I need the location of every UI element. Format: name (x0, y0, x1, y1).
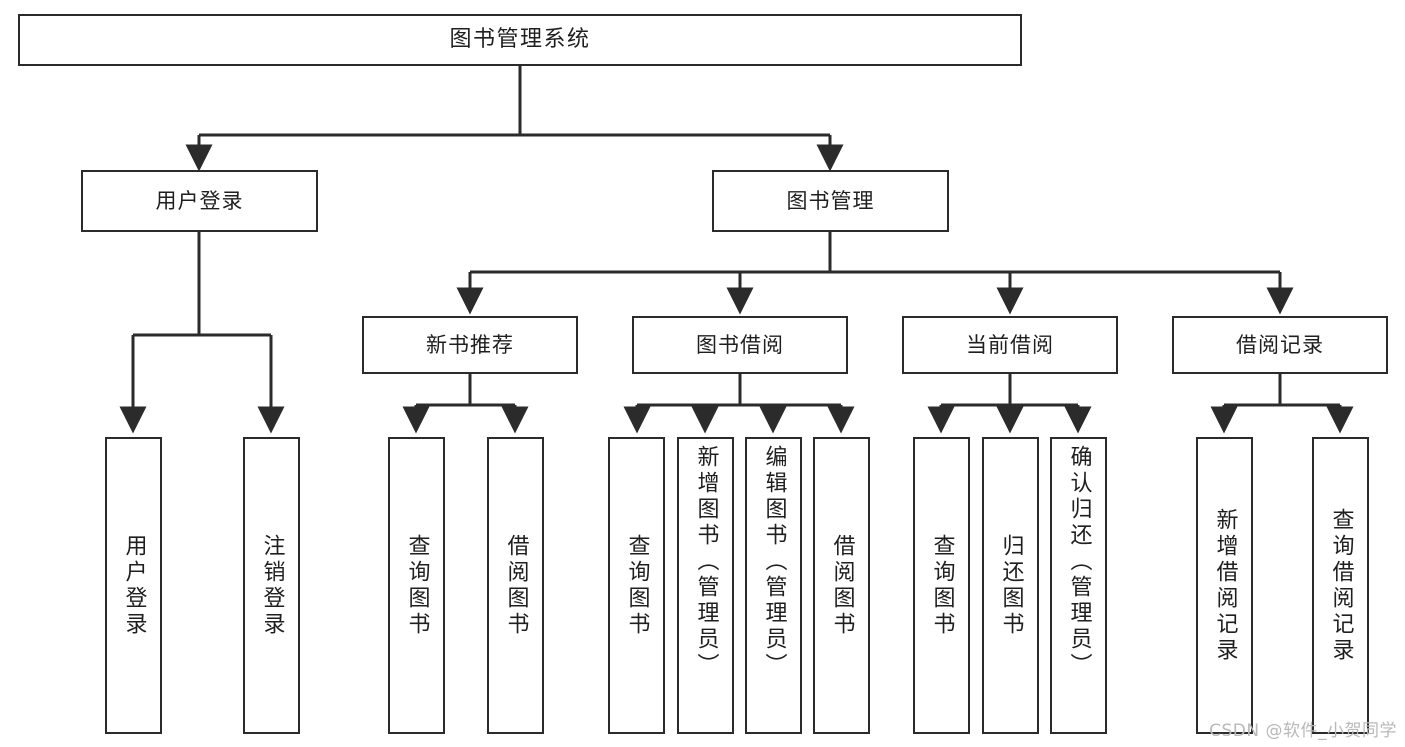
leaf-current-borrow-return-books[interactable]: 归还图书 (982, 437, 1039, 734)
leaf-user-login-signin[interactable]: 用户登录 (105, 437, 162, 734)
node-label: 当前借阅 (966, 332, 1054, 357)
node-label: 借阅记录 (1236, 332, 1324, 357)
node-label: 图书管理 (786, 188, 875, 213)
node-label: 新增图书（管理员） (693, 445, 719, 679)
node-current-borrowing[interactable]: 当前借阅 (902, 316, 1118, 374)
leaf-user-login-signout[interactable]: 注销登录 (243, 437, 300, 734)
node-new-book-recommendation[interactable]: 新书推荐 (362, 316, 578, 374)
node-label: 查询图书 (624, 533, 650, 638)
leaf-current-borrow-confirm-return-admin[interactable]: 确认归还（管理员） (1050, 437, 1107, 734)
node-label: 查询图书 (929, 533, 955, 638)
node-label: 用户登录 (155, 188, 244, 213)
leaf-book-borrow-borrow-books[interactable]: 借阅图书 (813, 437, 870, 734)
node-borrow-records[interactable]: 借阅记录 (1172, 316, 1388, 374)
leaf-book-borrow-query-books[interactable]: 查询图书 (608, 437, 665, 734)
node-book-management[interactable]: 图书管理 (712, 170, 949, 232)
node-root-book-management-system[interactable]: 图书管理系统 (18, 14, 1022, 66)
leaf-borrow-record-add-record[interactable]: 新增借阅记录 (1196, 437, 1253, 734)
leaf-borrow-record-query-record[interactable]: 查询借阅记录 (1312, 437, 1369, 734)
node-label: 查询借阅记录 (1328, 507, 1354, 664)
node-label: 注销登录 (259, 533, 285, 638)
leaf-new-book-borrow-books[interactable]: 借阅图书 (487, 437, 544, 734)
node-label: 图书管理系统 (449, 27, 591, 53)
node-book-borrowing[interactable]: 图书借阅 (632, 316, 848, 374)
leaf-current-borrow-query-books[interactable]: 查询图书 (913, 437, 970, 734)
node-label: 查询图书 (404, 533, 430, 638)
node-label: 新书推荐 (426, 332, 514, 357)
leaf-book-borrow-add-book-admin[interactable]: 新增图书（管理员） (677, 437, 734, 734)
node-label: 编辑图书（管理员） (761, 445, 787, 679)
node-label: 归还图书 (998, 533, 1024, 638)
node-label: 借阅图书 (829, 533, 855, 638)
node-label: 确认归还（管理员） (1066, 445, 1092, 679)
node-label: 新增借阅记录 (1212, 507, 1238, 664)
node-label: 图书借阅 (696, 332, 784, 357)
leaf-book-borrow-edit-book-admin[interactable]: 编辑图书（管理员） (745, 437, 802, 734)
node-label: 借阅图书 (503, 533, 529, 638)
node-label: 用户登录 (121, 533, 147, 638)
leaf-new-book-query-books[interactable]: 查询图书 (388, 437, 445, 734)
watermark: CSDN @软件_小贺同学 (1209, 721, 1397, 741)
node-user-login[interactable]: 用户登录 (81, 170, 318, 232)
